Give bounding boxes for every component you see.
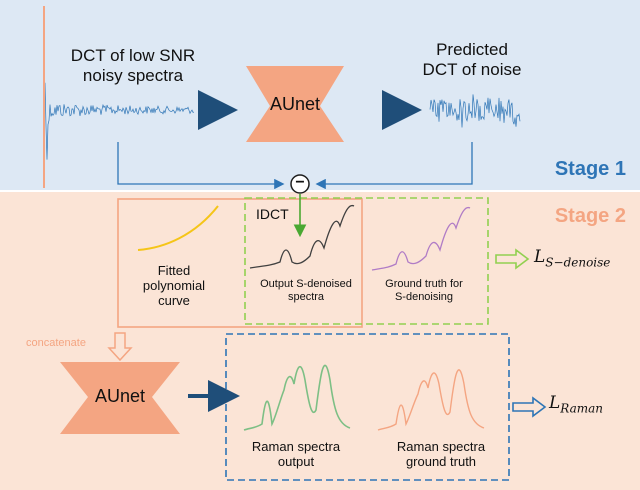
predicted-noise-label: Predicted DCT of noise [422, 40, 522, 79]
raman-output-spectrum [243, 364, 351, 431]
s-denoise-ground-truth-label: Ground truth for S-denoising [385, 278, 463, 303]
loss-s-denoise-main: L [534, 247, 546, 267]
loss-raman-main: L [549, 393, 561, 413]
concatenate-label: concatenate [26, 337, 86, 349]
noisy-input-signal [43, 6, 195, 188]
stage2-title: Stage 2 [554, 205, 626, 227]
stage1-title: Stage 1 [554, 158, 626, 180]
polynomial-group-box [117, 198, 363, 328]
aunet-stage2-label: AUnet [94, 386, 146, 406]
loss-s-denoise-label: LS−denoise [534, 247, 634, 270]
minus-operator-circle [290, 174, 310, 194]
loss-raman-arrow [512, 396, 547, 418]
raman-ground-truth-label: Raman spectra ground truth [396, 439, 486, 469]
predicted-noise-signal [429, 94, 521, 128]
connector-noise-to-minus [315, 142, 473, 190]
raman-ground-truth-spectrum [377, 369, 485, 431]
minus-operator: − [295, 174, 305, 191]
loss-raman-label: LRaman [549, 393, 635, 416]
loss-s-denoise-sub: S−denoise [545, 255, 611, 270]
s-denoise-ground-truth-spectrum [371, 206, 471, 271]
s-denoised-output-label: Output S-denoised spectra [260, 278, 352, 303]
aunet-stage1-label: AUnet [269, 94, 321, 114]
s-denoised-spectrum [249, 204, 355, 269]
polynomial-curve-label: Fitted polynomial curve [142, 263, 206, 308]
loss-s-denoise-arrow [495, 248, 530, 270]
loss-raman-sub: Raman [560, 401, 604, 416]
aunet-stage1-shape [246, 66, 344, 142]
connector-input-to-minus [117, 142, 285, 190]
concatenate-arrow [107, 332, 133, 362]
s-denoise-dashed-box [244, 197, 489, 325]
idct-label: IDCT [256, 206, 289, 222]
input-spectra-label: DCT of low SNR noisy spectra [70, 46, 196, 85]
raman-output-label: Raman spectra output [251, 439, 341, 469]
aunet-stage2-shape [60, 362, 180, 434]
polynomial-curve [137, 205, 219, 251]
